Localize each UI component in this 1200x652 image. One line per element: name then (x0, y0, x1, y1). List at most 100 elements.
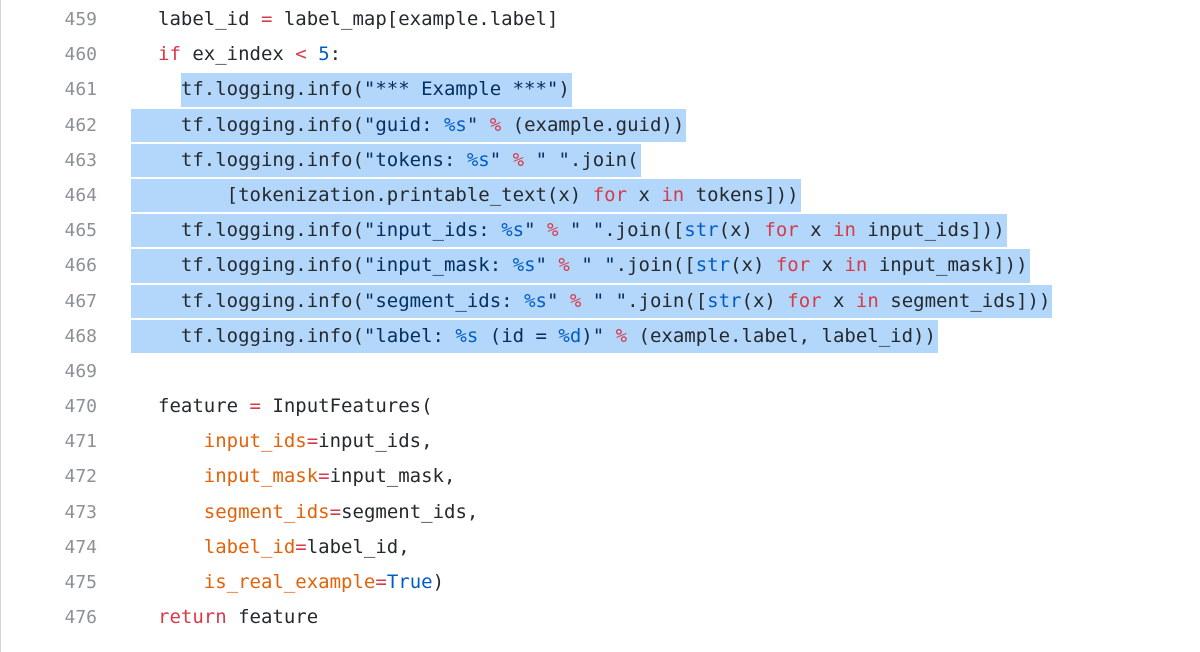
code-token: feature (158, 395, 250, 418)
code-token: (x) (741, 289, 788, 312)
line-number[interactable]: 473 (64, 501, 97, 523)
code-token: %s (455, 324, 479, 347)
code-token: x (627, 183, 662, 206)
code-token: for (775, 254, 811, 277)
code-token: segment_ids (203, 500, 330, 523)
line-content: [tokenization.printable_text(x) for x in… (158, 178, 799, 213)
code-token: = (295, 535, 307, 558)
code-token: %d (558, 324, 582, 347)
line-number[interactable]: 475 (64, 572, 97, 593)
code-line: 465 tf.logging.info("input_ids: %s" % " … (1, 213, 1200, 248)
code-token: label_id, (306, 535, 410, 558)
code-line: 471 input_ids=input_ids, (1, 424, 1200, 459)
code-token: label_id (158, 8, 261, 30)
line-number[interactable]: 471 (64, 431, 97, 453)
code-token: input_mask])) (867, 254, 1028, 277)
code-token: .join( (569, 148, 639, 171)
code-token: "input_ids: (363, 219, 502, 242)
line-number[interactable]: 466 (64, 255, 97, 277)
code-token (547, 254, 558, 276)
line-number[interactable]: 467 (64, 290, 97, 312)
line-number[interactable]: 465 (64, 220, 97, 242)
line-number[interactable]: 472 (64, 466, 97, 488)
code-token: "segment_ids: (363, 289, 525, 312)
code-token: : (329, 43, 342, 66)
line-content: return feature (158, 600, 318, 635)
code-token (524, 149, 535, 171)
code-token (158, 536, 204, 558)
code-token: " (489, 148, 502, 171)
code-token: .join([ (627, 289, 708, 312)
line-number[interactable]: 460 (64, 44, 97, 66)
code-token: InputFeatures( (260, 395, 433, 418)
code-token (558, 219, 569, 241)
line-content: feature = InputFeatures( (158, 389, 433, 424)
line-number[interactable]: 459 (64, 9, 97, 30)
code-token (570, 254, 581, 276)
line-content: tf.logging.info("*** Example ***") (158, 72, 570, 107)
code-token (478, 114, 489, 136)
code-token: % (558, 254, 570, 277)
code-token: " (546, 289, 559, 312)
selection-highlight (131, 108, 687, 142)
code-token: segment_ids, (341, 500, 479, 523)
line-content: is_real_example=True) (158, 565, 444, 600)
line-number[interactable]: 476 (64, 607, 97, 629)
line-number[interactable]: 474 (64, 536, 97, 558)
code-line: 462 tf.logging.info("guid: %s" % (exampl… (1, 108, 1200, 143)
code-token: % (546, 219, 559, 242)
code-token: tokens])) (684, 183, 799, 206)
code-token: %s (501, 219, 525, 242)
code-line: 466 tf.logging.info("input_mask: %s" % "… (1, 248, 1200, 283)
code-token (158, 501, 204, 523)
code-token: str (684, 219, 719, 242)
code-token: %s (524, 289, 547, 312)
code-token: "tokens: (363, 148, 467, 171)
line-number[interactable]: 470 (64, 396, 97, 418)
code-token: %s (443, 113, 467, 136)
code-token: (example.guid)) (501, 113, 685, 136)
code-token: " (524, 219, 536, 242)
line-content: tf.logging.info("guid: %s" % (example.gu… (158, 108, 684, 143)
code-token (581, 290, 592, 312)
code-token: % (489, 113, 502, 136)
line-number[interactable]: 461 (64, 79, 97, 101)
code-token (158, 465, 204, 487)
code-token: for (787, 289, 822, 312)
code-token: str (695, 254, 731, 277)
code-token: ex_index (180, 43, 296, 66)
line-number[interactable]: 469 (64, 360, 97, 382)
code-token: %s (512, 254, 536, 277)
code-token: tf.logging.info( (158, 148, 364, 171)
code-token: "guid: (363, 113, 444, 136)
code-token: = (329, 500, 342, 523)
line-content: tf.logging.info("segment_ids: %s" % " ".… (158, 284, 1051, 319)
code-token: .join([ (615, 254, 696, 277)
selection-highlight (131, 319, 938, 353)
line-number[interactable]: 464 (64, 184, 97, 206)
line-number[interactable]: 463 (64, 149, 97, 171)
code-token: "*** Example ***" (363, 78, 559, 101)
code-line: 472 input_mask=input_mask, (1, 459, 1200, 494)
code-token: tf.logging.info( (158, 219, 364, 242)
code-token: tf.logging.info( (158, 78, 364, 101)
code-token: feature (226, 606, 319, 629)
line-number[interactable]: 462 (64, 114, 97, 136)
line-number[interactable]: 468 (64, 325, 97, 347)
line-content: segment_ids=segment_ids, (158, 495, 479, 530)
line-content: tf.logging.info("input_mask: %s" % " ".j… (158, 248, 1028, 283)
code-token (558, 290, 569, 312)
code-token: (x) (730, 254, 776, 277)
code-token: " " (535, 148, 570, 171)
code-token: (example.label, label_id)) (627, 324, 936, 347)
code-token: in (855, 289, 879, 312)
code-token: label_id (203, 535, 296, 558)
code-token (604, 325, 615, 347)
code-token: input_mask, (329, 465, 456, 488)
code-token: tf.logging.info( (158, 113, 364, 136)
line-content: tf.logging.info("tokens: %s" % " ".join( (158, 143, 639, 178)
code-token: True (386, 571, 433, 593)
selection-highlight (131, 214, 1007, 248)
code-line: 475 is_real_example=True) (1, 565, 1200, 600)
